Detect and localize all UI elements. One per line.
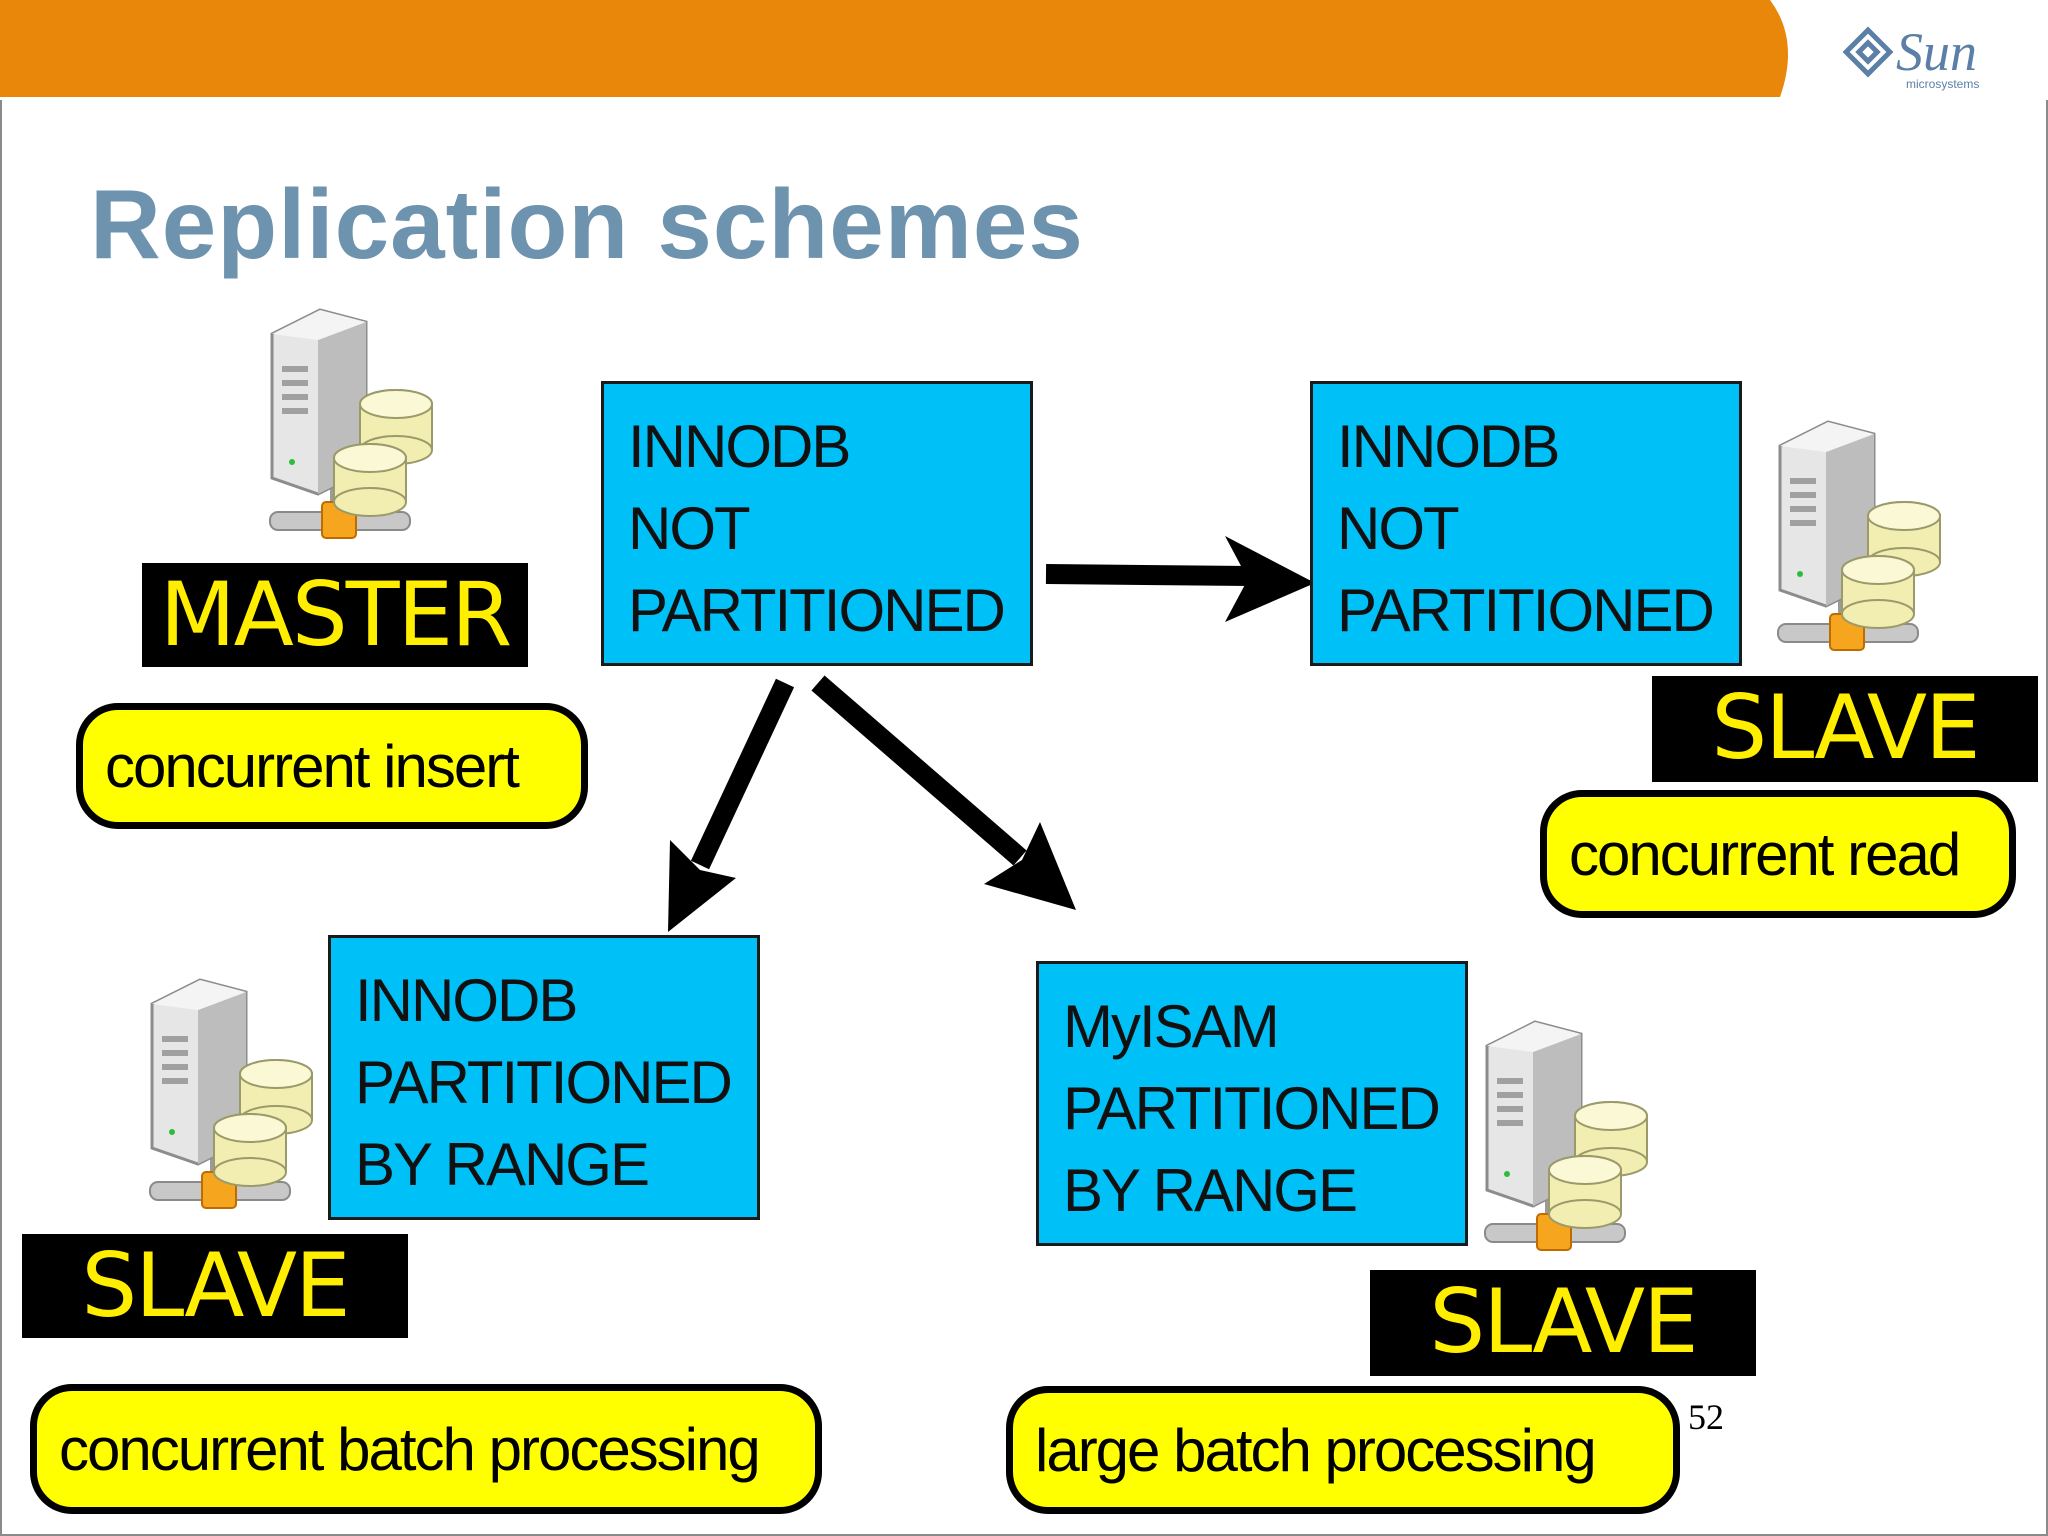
database-server-icon: [130, 970, 330, 1230]
box-line: NOT: [1337, 495, 1460, 562]
logo-subtext: microsystems: [1906, 77, 1979, 91]
box-line: PARTITIONED: [1337, 577, 1715, 644]
box-line: INNODB: [1337, 413, 1560, 480]
slave-large-role-label: SLAVE: [1370, 1270, 1756, 1376]
box-line: BY RANGE: [355, 1131, 650, 1198]
database-server-icon: [250, 300, 450, 560]
arrow-master-to-read: [1045, 536, 1315, 622]
slave-large-engine-box: MyISAM PARTITIONED BY RANGE: [1036, 961, 1468, 1246]
slave-read-engine-box: INNODB NOT PARTITIONED: [1310, 381, 1742, 666]
header-bar: [0, 0, 2048, 100]
box-line: MyISAM: [1063, 993, 1280, 1060]
slave-batch-engine-box: INNODB PARTITIONED BY RANGE: [328, 935, 760, 1220]
database-server-icon: [1465, 1012, 1665, 1272]
box-line: NOT: [628, 495, 751, 562]
page-number: 52: [1688, 1397, 1724, 1437]
master-note: concurrent insert: [76, 703, 588, 829]
master-engine-box: INNODB NOT PARTITIONED: [601, 381, 1033, 666]
slave-read-note: concurrent read: [1540, 790, 2016, 918]
slave-batch-note: concurrent batch processing: [30, 1384, 822, 1514]
arrow-master-to-large: [811, 675, 1076, 910]
slave-read-role-label: SLAVE: [1652, 676, 2038, 782]
database-server-icon: [1758, 412, 1958, 672]
logo-wordmark: Sun: [1896, 22, 1977, 82]
slave-large-note: large batch processing: [1006, 1386, 1680, 1514]
box-line: INNODB: [628, 413, 851, 480]
arrow-master-to-batch: [668, 678, 795, 932]
box-line: PARTITIONED: [1063, 1075, 1441, 1142]
slide-title: Replication schemes: [90, 169, 1084, 279]
box-line: BY RANGE: [1063, 1157, 1358, 1224]
sun-diamond-icon: [1842, 26, 1894, 78]
box-line: INNODB: [355, 967, 578, 1034]
box-line: PARTITIONED: [628, 577, 1006, 644]
master-role-label: MASTER: [142, 563, 528, 667]
sun-logo: Sun microsystems: [1842, 22, 1979, 91]
slave-batch-role-label: SLAVE: [22, 1234, 408, 1338]
box-line: PARTITIONED: [355, 1049, 733, 1116]
